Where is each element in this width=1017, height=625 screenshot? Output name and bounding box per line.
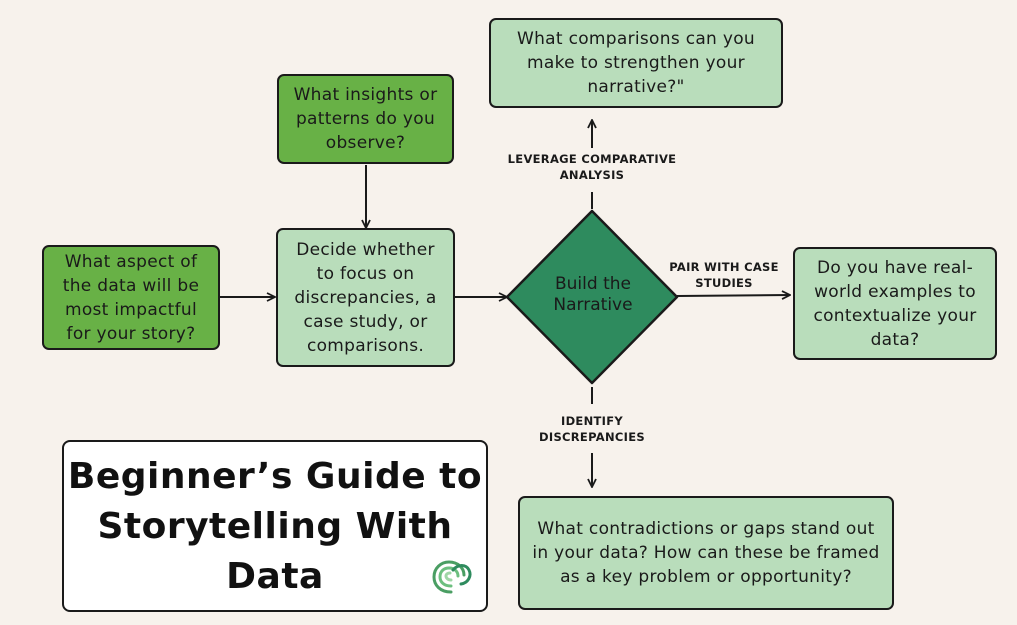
aspect-box: What aspect of the data will be most imp…: [42, 245, 220, 350]
edge-label-identify: IDENTIFY DISCREPANCIES: [539, 414, 645, 444]
examples-box: Do you have real-world examples to conte…: [793, 247, 997, 360]
contradictions-box: What contradictions or gaps stand out in…: [518, 496, 894, 610]
insights-box: What insights or patterns do you observe…: [277, 74, 454, 164]
narrative-label: Build the Narrative: [553, 274, 633, 315]
arrow-narrative-to-examples: [676, 295, 790, 296]
edge-label-leverage: LEVERAGE COMPARATIVE ANALYSIS: [507, 152, 677, 182]
examples-text: Do you have real-world examples to conte…: [813, 257, 977, 350]
decide-box: Decide whether to focus on discrepancies…: [276, 228, 455, 367]
insights-text: What insights or patterns do you observe…: [293, 85, 438, 153]
aspect-text: What aspect of the data will be most imp…: [62, 251, 200, 344]
title-card: Beginner’s Guide to Storytelling With Da…: [62, 440, 488, 612]
spiral-logo-icon: [432, 560, 472, 594]
comparisons-text: What comparisons can you make to strengt…: [517, 29, 755, 97]
page-title: Beginner’s Guide to Storytelling With Da…: [67, 456, 483, 597]
contradictions-text: What contradictions or gaps stand out in…: [532, 519, 880, 587]
decide-text: Decide whether to focus on discrepancies…: [294, 239, 437, 356]
narrative-diamond: [505, 209, 679, 385]
comparisons-box: What comparisons can you make to strengt…: [489, 18, 783, 108]
edge-label-pair: PAIR WITH CASE STUDIES: [669, 260, 779, 290]
